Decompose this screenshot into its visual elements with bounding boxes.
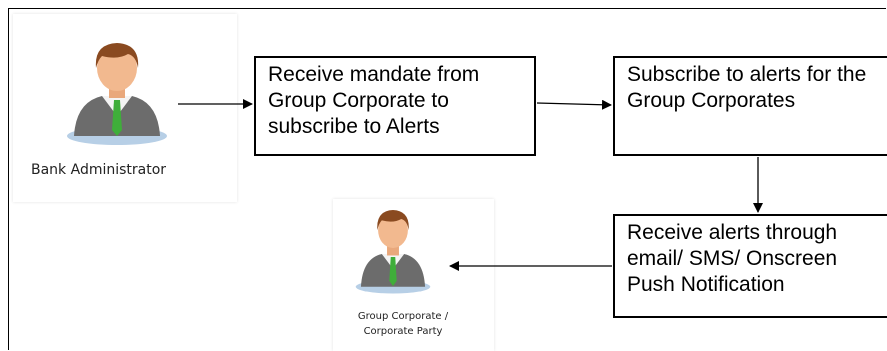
step-receive-mandate: Receive mandate from Group Corporate to …: [254, 56, 536, 156]
person-icon: [62, 38, 172, 148]
person-icon: [352, 206, 434, 296]
bank-admin-label: Bank Administrator: [31, 162, 167, 178]
step-subscribe-alerts: Subscribe to alerts for the Group Corpor…: [613, 56, 887, 156]
group-corporate-label: Group Corporate / Corporate Party: [357, 311, 449, 337]
arrow-mandate-to-subscribe: [536, 99, 612, 110]
step-receive-alerts: Receive alerts through email/ SMS/ Onscr…: [613, 214, 887, 318]
diagram-frame: [8, 8, 886, 350]
